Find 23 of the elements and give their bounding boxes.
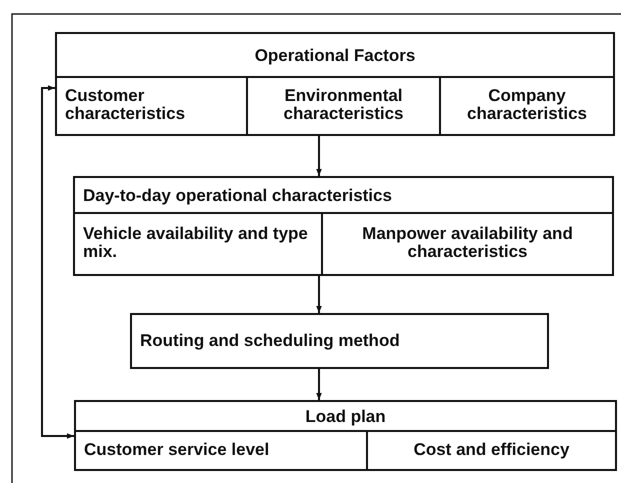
heading-text: Day-to-day operational characteristics [82, 185, 393, 208]
arrow [316, 369, 322, 400]
label-text: Cost and efficiency [412, 438, 570, 461]
table-box [74, 400, 617, 471]
arrow [41, 85, 74, 439]
arrow [316, 276, 322, 313]
table-box [73, 176, 614, 276]
label-text: Vehicle availability and type mix. [82, 223, 309, 263]
process-box [130, 313, 549, 369]
table-cell [439, 76, 613, 134]
arrow [316, 136, 322, 176]
heading-text: Load plan [304, 406, 387, 428]
table-cell [246, 76, 439, 134]
label-text: Customer service level [83, 438, 270, 461]
label-text: Manpower availability and characteristics [361, 223, 574, 263]
table-cell [321, 212, 612, 274]
label-text: Company characteristics [466, 85, 588, 125]
label-text: Routing and scheduling method [139, 330, 401, 352]
table-cell [366, 430, 615, 469]
heading-text: Operational Factors [254, 45, 416, 68]
table-box [55, 32, 615, 136]
label-text: Customer characteristics [64, 85, 186, 125]
label-text: Environmental characteristics [282, 85, 405, 125]
